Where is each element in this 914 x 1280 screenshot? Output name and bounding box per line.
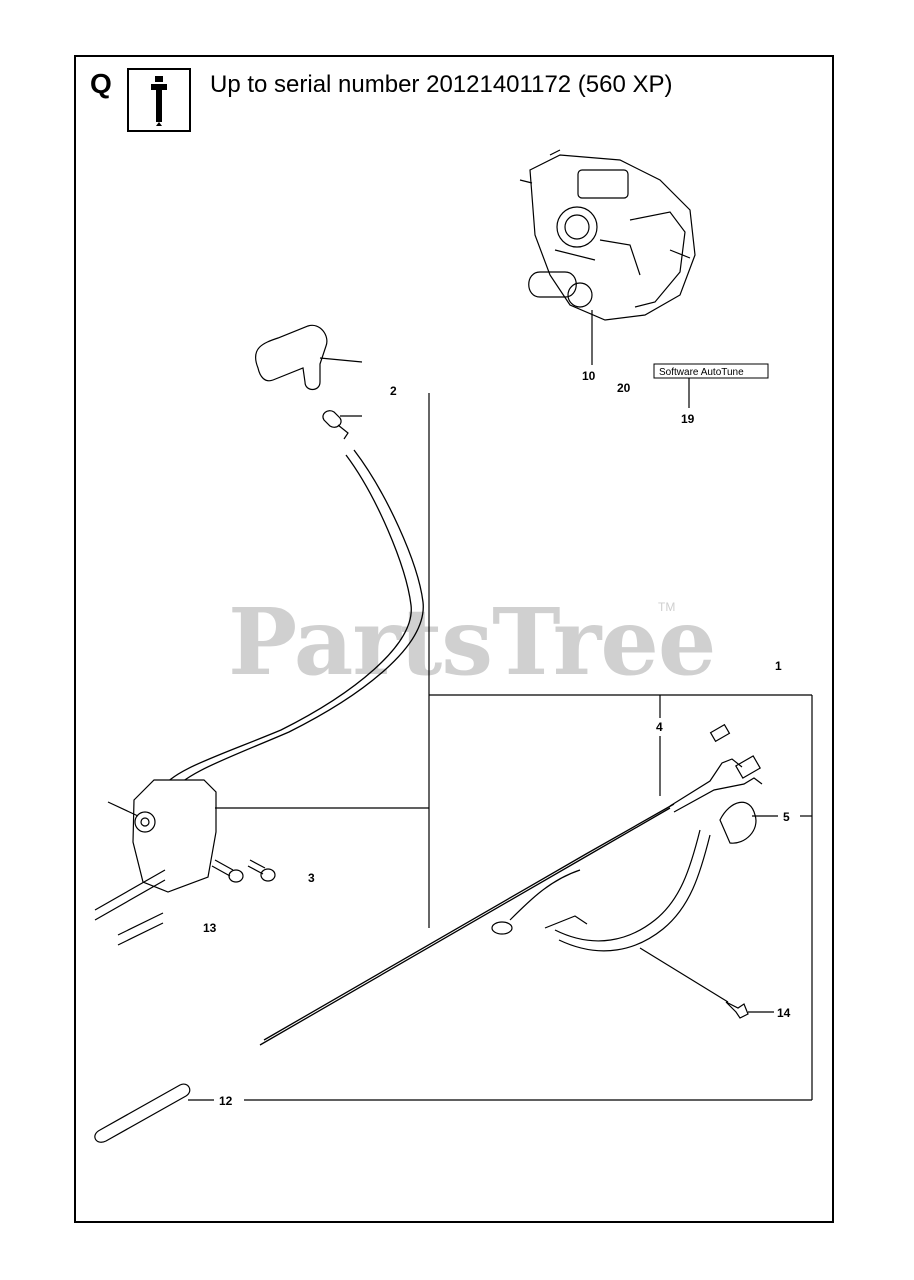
callout-5: 5 (783, 810, 790, 824)
callout-4: 4 (656, 720, 663, 734)
callout-1: 1 (775, 659, 782, 673)
callout-10: 10 (582, 369, 596, 383)
diagram-frame (74, 55, 834, 1223)
carburetor-illustration (519, 149, 696, 365)
callout-13: 13 (203, 921, 217, 935)
watermark-trademark: TM (658, 600, 676, 614)
section-letter: Q (90, 68, 112, 99)
watermark: PartsTree (228, 588, 716, 696)
callout-14: 14 (777, 1006, 791, 1020)
spark-plug-cap-illustration (160, 324, 424, 795)
software-autotune-label: Software AutoTune (659, 367, 744, 378)
sleeve-illustration (94, 1083, 191, 1143)
wiring-harness-illustration (259, 723, 763, 1046)
callout-12: 12 (219, 1094, 233, 1108)
tool-icon-box (127, 68, 191, 132)
callout-20: 20 (617, 381, 631, 395)
software-label-box (653, 363, 769, 379)
callout-2: 2 (390, 384, 397, 398)
wrench-screwdriver-icon (151, 76, 167, 126)
page-title: Up to serial number 20121401172 (560 XP) (210, 71, 673, 98)
callout-19: 19 (681, 412, 695, 426)
callout-3: 3 (308, 871, 315, 885)
ignition-module-illustration (94, 779, 276, 946)
screw-illustration (725, 1001, 749, 1019)
